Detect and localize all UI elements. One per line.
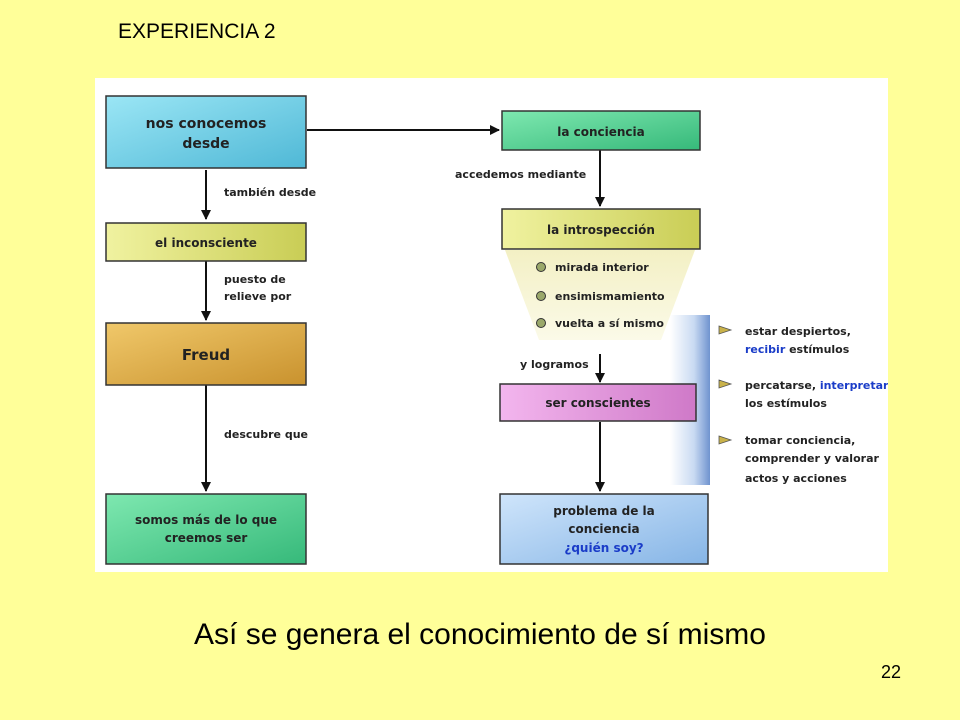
box-somos-mas [105,493,307,565]
label-puesto-de: puesto de [224,273,286,286]
result-2-line2: los estímulos [745,397,827,410]
result-2-accent: interpretar [820,379,888,392]
box-nos-conocemos-line1: nos conocemos [146,116,267,132]
intro-item-ensimismamiento: ensimismamiento [555,290,665,303]
label-y-logramos: y logramos [520,358,589,371]
label-descubre-que: descubre que [224,428,308,441]
box-problema-line2: conciencia [568,522,639,536]
result-1-rest: estímulos [785,343,849,356]
result-2-line1: percatarse, interpretar [745,379,888,392]
box-nos-conocemos [105,95,307,169]
result-1-accent: recibir [745,343,786,356]
pointer-arrow-icon [718,325,733,335]
box-ser-conscientes-label: ser conscientes [545,396,650,410]
box-problema-line1: problema de la [553,504,655,518]
result-3-line2: comprender y valorar [745,452,879,465]
label-accedemos-mediante: accedemos mediante [455,168,586,181]
label-relieve-por: relieve por [224,290,292,303]
result-2-lead: percatarse, [745,379,820,392]
bullet-dot-icon [536,291,546,301]
intro-item-mirada: mirada interior [555,261,649,274]
box-ser-conscientes [499,383,697,422]
box-somos-mas-line2: creemos ser [165,531,248,545]
box-freud [105,322,307,386]
box-conciencia-label: la conciencia [557,125,645,139]
diagram-panel: nos conocemos desde el inconsciente Freu… [95,78,889,572]
box-introspeccion [501,208,701,250]
pointer-arrow-icon [718,379,733,389]
box-problema-question: ¿quién soy? [564,541,643,555]
bullet-dot-icon [536,262,546,272]
box-somos-mas-line1: somos más de lo que [135,513,277,527]
pointer-arrow-icon [718,435,733,445]
result-1-line2: recibir estímulos [745,343,850,356]
box-inconsciente [105,222,307,262]
box-inconsciente-label: el inconsciente [155,236,257,250]
concept-diagram: nos conocemos desde el inconsciente Freu… [105,95,889,565]
result-3-line3: actos y acciones [745,472,847,485]
result-3-line1: tomar conciencia, [745,434,855,447]
intro-item-vuelta: vuelta a sí mismo [555,317,664,330]
box-nos-conocemos-line2: desde [182,136,229,152]
box-introspeccion-label: la introspección [547,223,655,237]
slide-title: EXPERIENCIA 2 [118,20,276,43]
box-freud-label: Freud [182,346,230,364]
result-1-line1: estar despiertos, [745,325,851,338]
introspection-funnel [505,250,695,340]
slide-caption: Así se genera el conocimiento de sí mism… [194,618,766,651]
box-conciencia [501,110,701,151]
label-tambien-desde: también desde [224,186,316,199]
bullet-dot-icon [536,318,546,328]
page-number: 22 [881,662,902,682]
box-problema [499,493,709,565]
